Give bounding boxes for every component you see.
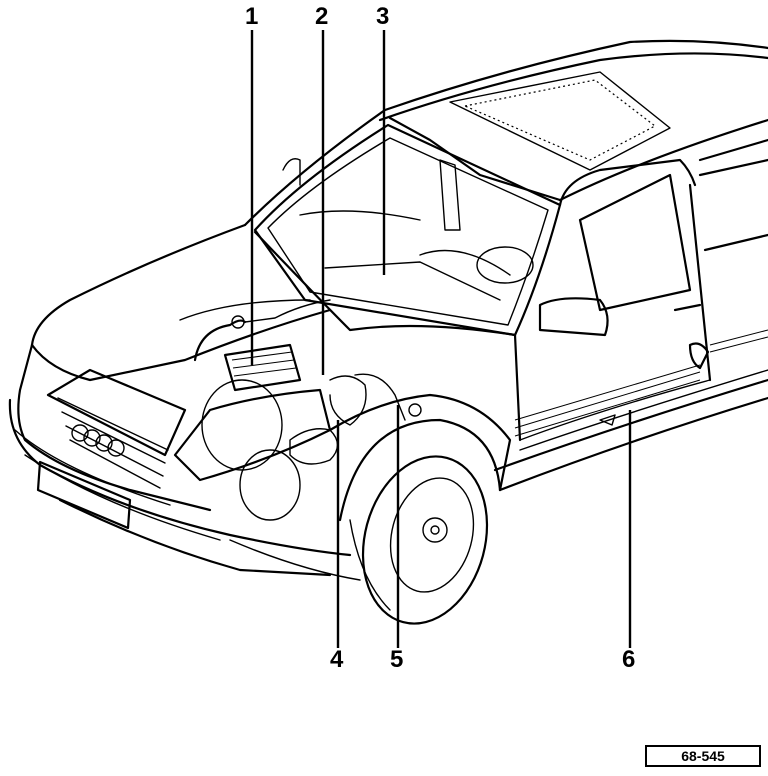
front-end [8, 343, 352, 577]
windscreen [253, 123, 562, 337]
callout-4: 4 [330, 646, 344, 673]
callout-6: 6 [622, 646, 636, 673]
callout-5: 5 [390, 646, 404, 673]
headlamp [173, 388, 332, 521]
engine-bay-components [193, 299, 422, 471]
callout-3: 3 [376, 3, 390, 30]
roof-outline [243, 39, 768, 227]
front-wing-wheel [229, 393, 512, 625]
callout-2: 2 [315, 3, 329, 30]
side-body [493, 138, 768, 492]
leader-lines [250, 30, 632, 648]
bonnet [30, 223, 517, 382]
reference-code-label: 68-545 [645, 745, 761, 767]
callout-1: 1 [245, 3, 259, 30]
audi-rings-logo [71, 424, 125, 457]
